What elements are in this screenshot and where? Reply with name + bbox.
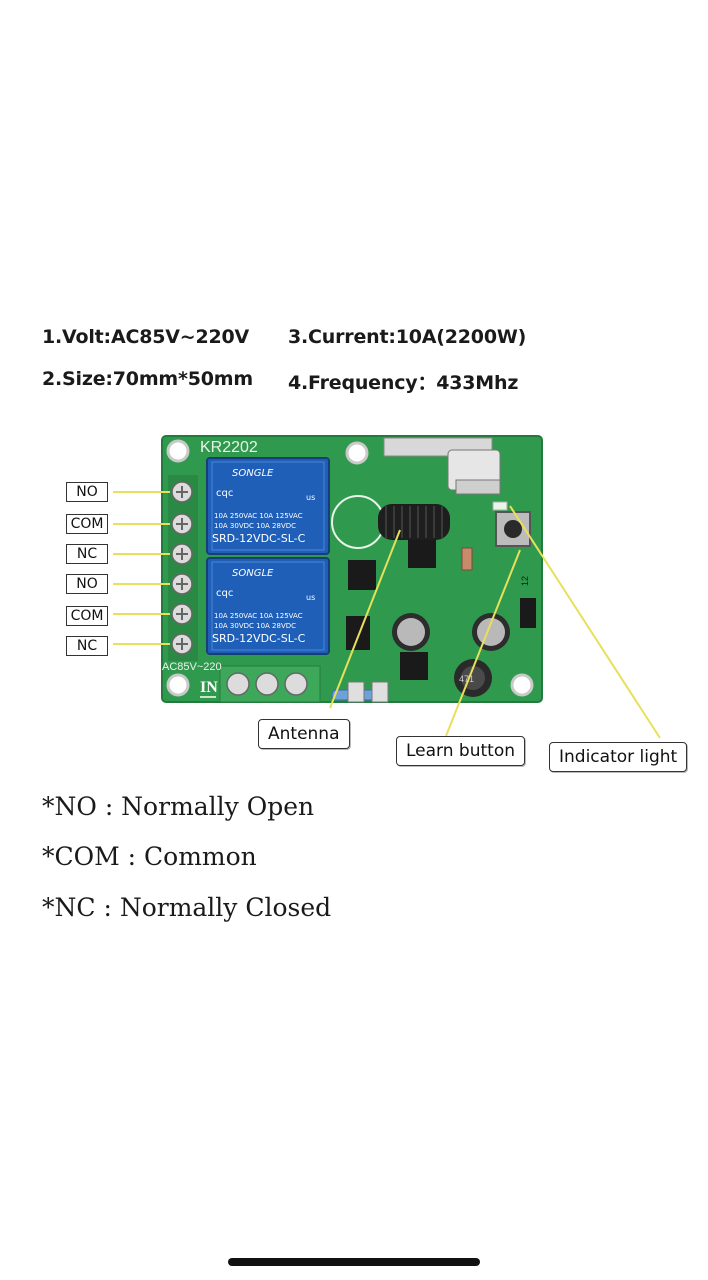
input-label: IN xyxy=(200,679,218,696)
terminal-label-com-1: COM xyxy=(66,514,108,534)
relay-2-brand: SONGLE xyxy=(232,568,274,579)
pin-label: 12 xyxy=(520,576,530,586)
relay-1-model: SRD-12VDC-SL-C xyxy=(212,532,306,545)
relay-2-rating-1: 10A 250VAC 10A 125VAC xyxy=(214,612,303,620)
relay-board-diagram: KR2202 AC85V~220 IN 471 12 SONGLE cqc us… xyxy=(0,420,708,780)
spec-size: 2.Size:70mm*50mm xyxy=(42,368,253,390)
relay-1-logo: cqc xyxy=(216,488,233,499)
chips xyxy=(346,538,536,680)
relay-1-cert: us xyxy=(306,493,315,502)
relay-2-cert: us xyxy=(306,593,315,602)
terminal-label-no-1: NO xyxy=(66,482,108,502)
legend-no: *NO : Normally Open xyxy=(42,792,315,821)
terminal-label-nc-1: NC xyxy=(66,544,108,564)
home-indicator[interactable] xyxy=(228,1258,480,1266)
callout-antenna: Antenna xyxy=(258,719,350,749)
rf-module xyxy=(383,437,501,495)
relay-1-rating-2: 10A 30VDC 10A 28VDC xyxy=(214,522,296,530)
callout-learn-button: Learn button xyxy=(396,736,525,766)
callout-indicator-light: Indicator light xyxy=(549,742,688,772)
relay-2 xyxy=(206,557,330,655)
spec-frequency: 4.Frequency：433Mhz xyxy=(288,372,519,394)
board-illustration: KR2202 AC85V~220 IN 471 12 SONGLE cqc us… xyxy=(113,435,661,739)
terminal-label-no-2: NO xyxy=(66,574,108,594)
relay-1 xyxy=(206,457,330,555)
output-terminal-block xyxy=(168,475,198,661)
capacitors xyxy=(392,613,510,651)
relay-2-logo: cqc xyxy=(216,588,233,599)
legend-com: *COM : Common xyxy=(42,842,257,871)
inductor-label: 471 xyxy=(459,674,474,684)
relay-2-rating-2: 10A 30VDC 10A 28VDC xyxy=(214,622,296,630)
terminal-label-nc-2: NC xyxy=(66,636,108,656)
relay-1-brand: SONGLE xyxy=(232,468,274,479)
board-model: KR2202 xyxy=(200,439,258,456)
callout-leaders xyxy=(329,505,661,739)
board-voltage-label: AC85V~220 xyxy=(162,661,222,673)
relay-1-rating-1: 10A 250VAC 10A 125VAC xyxy=(214,512,303,520)
legend-nc: *NC : Normally Closed xyxy=(42,893,332,922)
terminal-label-com-2: COM xyxy=(66,606,108,626)
indicator-led xyxy=(492,501,508,511)
power-input-terminal xyxy=(219,665,321,703)
mounting-holes xyxy=(166,439,534,697)
spec-current: 3.Current:10A(2200W) xyxy=(288,326,527,348)
relay-2-model: SRD-12VDC-SL-C xyxy=(212,632,306,645)
spec-volt: 1.Volt:AC85V~220V xyxy=(42,326,250,348)
antenna-coil xyxy=(378,504,450,540)
terminal-leaders xyxy=(113,491,170,645)
resistors xyxy=(331,547,473,703)
